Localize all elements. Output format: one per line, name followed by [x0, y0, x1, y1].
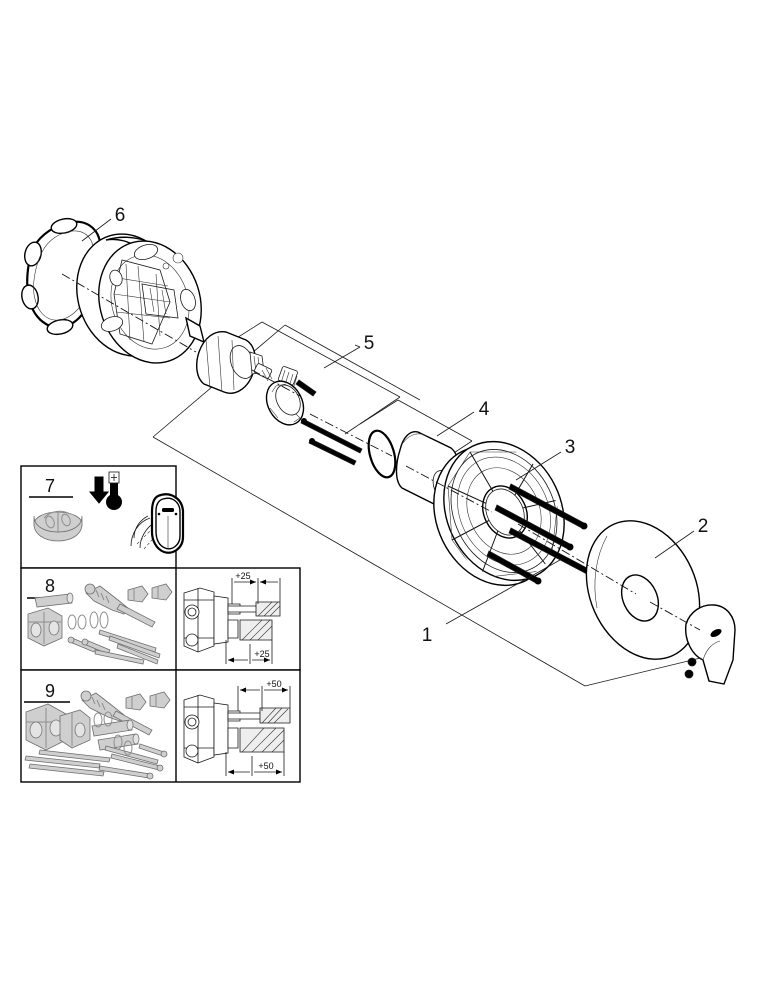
thermometer-down-icon — [88, 471, 122, 510]
panel-9-dim-bottom: +50 — [258, 761, 273, 771]
callout-text-3: 3 — [565, 437, 576, 458]
panel-7[interactable]: 7 — [20, 465, 185, 569]
part-5-long-screws — [300, 418, 363, 466]
callout-leaders — [81, 218, 695, 625]
callout-text-1: 1 — [422, 625, 433, 646]
part-2-cover-plate — [585, 520, 701, 660]
panel-8-dim-bottom: +25 — [254, 649, 269, 659]
callout-text-6: 6 — [115, 205, 126, 226]
panel-8-number: 8 — [45, 576, 55, 596]
extension-parts-kit-icon-9 — [24, 690, 171, 780]
callout-label-6: 6 — [115, 205, 126, 226]
valve-section-icon-9: +50 +50 — [183, 679, 291, 776]
panel-7-number: 7 — [45, 476, 55, 496]
callout-text-4: 4 — [479, 399, 490, 420]
callout-label-4: 4 — [479, 399, 490, 420]
callout-label-5: 5 — [364, 333, 375, 354]
panel-9-dim-top: +50 — [266, 679, 281, 689]
part-5-cartridge — [196, 331, 273, 394]
callout-label-2: 2 — [698, 516, 709, 537]
centre-axis — [61, 273, 701, 631]
callout-label-1: 1 — [422, 625, 433, 646]
callout-text-5: 5 — [364, 333, 375, 354]
part-4-oring — [367, 429, 397, 479]
panel-8[interactable]: 8 — [20, 567, 301, 671]
single-lever-handle — [684, 604, 736, 685]
valve-section-icon-8: +25 +25 — [183, 571, 281, 664]
panel-9-number: 9 — [45, 681, 55, 701]
panel-9[interactable]: 9 — [20, 669, 301, 783]
callout-label-3: 3 — [565, 437, 576, 458]
panel-8-dim-top: +25 — [235, 571, 250, 581]
handle-rotation-icon — [130, 493, 185, 554]
part-1-valve-body — [76, 233, 206, 364]
extension-parts-kit-icon-8 — [27, 583, 173, 665]
cartridge-cap-icon — [33, 510, 83, 542]
callout-text-2: 2 — [698, 516, 709, 537]
